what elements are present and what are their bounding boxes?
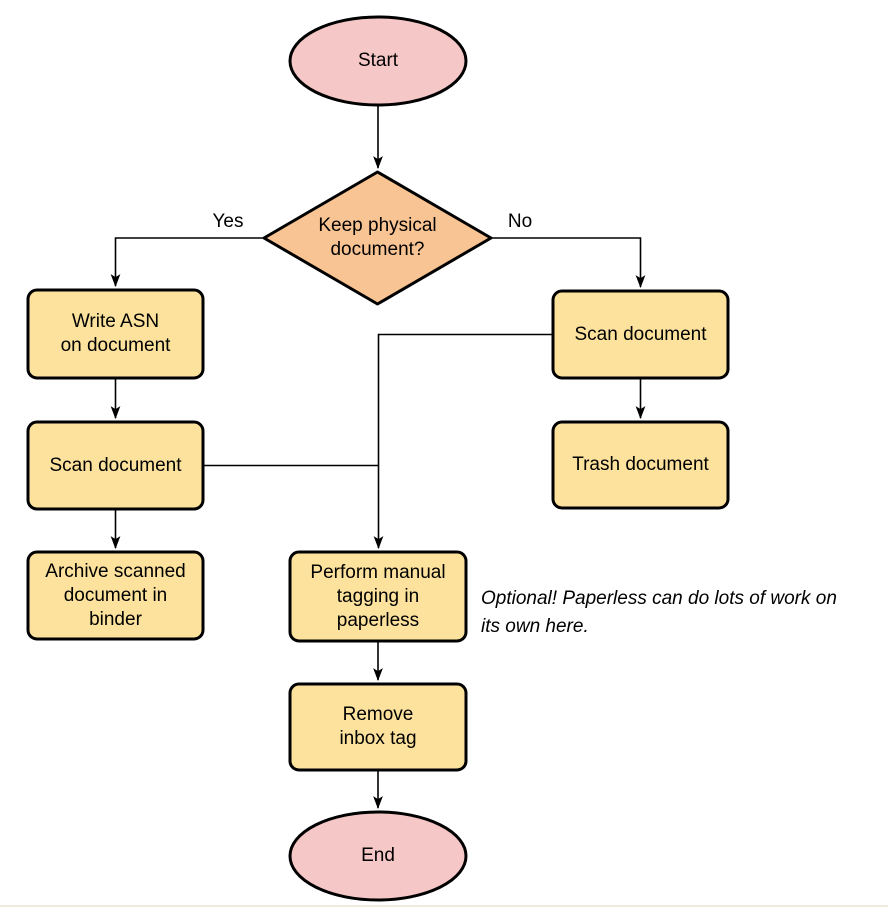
bottom-window-edge: [0, 905, 888, 907]
end-terminator-shape: [288, 810, 468, 902]
scan-left-box-shape: [26, 420, 205, 511]
trash-box-shape: [551, 420, 730, 510]
start-terminator-shape: [288, 15, 468, 107]
decision-diamond-shape: [262, 170, 493, 306]
scan-right-box-shape: [551, 289, 730, 380]
edge-decision-no: [491, 237, 646, 289]
archive-box-shape: [26, 550, 205, 641]
remove-inbox-box-shape: [288, 682, 468, 772]
write-asn-box-shape: [26, 288, 205, 380]
edge-decision-yes: [110, 237, 264, 288]
edge-scanright-to-tagging: [373, 333, 552, 550]
tagging-box-shape: [288, 550, 468, 643]
